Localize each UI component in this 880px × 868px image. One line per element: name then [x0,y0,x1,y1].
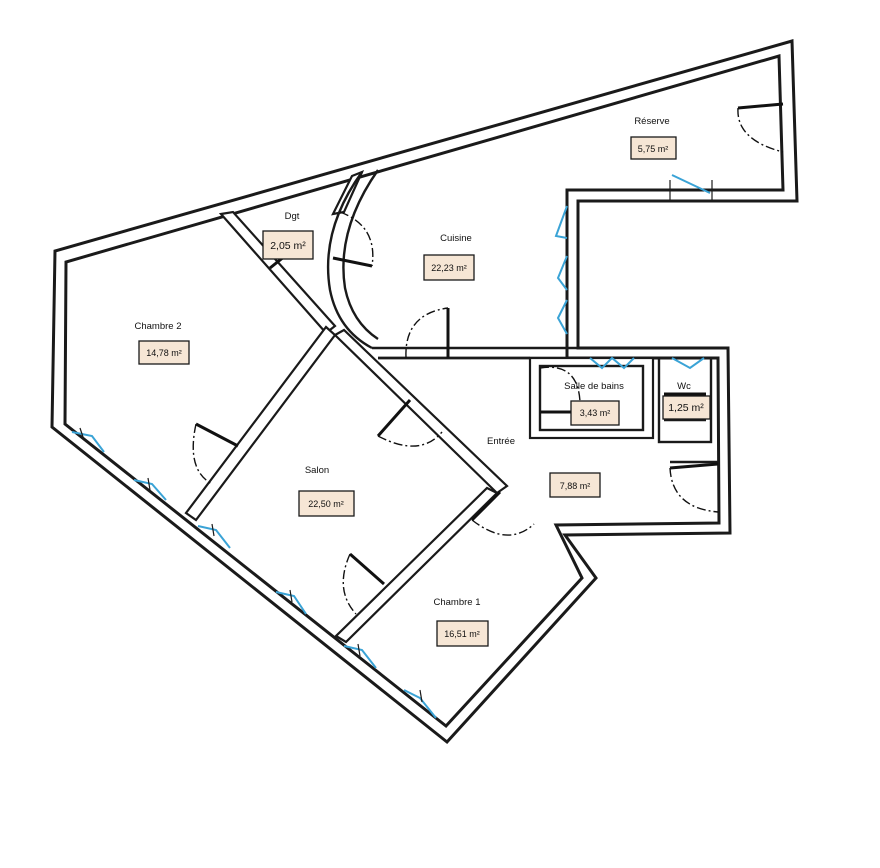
area-box-reserve [630,136,677,160]
window-chambre1-2 [403,689,437,719]
wall-salon-chambre1 [334,486,499,644]
area-label-entree: 7,88 m² [560,481,591,491]
room-name-reserve: Réserve [634,116,669,127]
window-chambre1-1 [343,643,377,669]
area-label-dgt: 2,05 m² [270,240,306,252]
area-box-cuisine [423,254,475,281]
window-wc [671,357,705,370]
area-label-salle-de-bains: 3,43 m² [580,408,611,418]
door-entree-right [669,462,719,513]
wall-sdb-box [528,356,655,440]
window-sdb [589,356,635,370]
window-chambre2-2 [133,477,167,501]
outer-wall-line [50,39,799,745]
window-salon-1 [197,523,231,549]
room-name-cuisine: Cuisine [440,233,472,244]
door-dgt-cuisine [332,211,374,268]
area-box-chambre1 [436,620,489,647]
area-box-salon [298,490,355,517]
area-box-entree [549,472,601,498]
room-name-salle-de-bains: Salle de bains [564,381,624,392]
room-name-wc: Wc [677,381,691,392]
window-cuisine-3 [556,299,568,335]
window-reserve [669,174,713,201]
wall-dgt-chambre2 [218,210,337,335]
area-box-dgt [262,230,314,260]
door-salon-entree [376,399,443,447]
door-reserve [737,102,784,153]
door-chambre2-salon [192,422,239,485]
door-cuisine-entree [405,307,450,359]
wall-cuisine-curve-inner [342,169,379,341]
area-label-wc: 1,25 m² [668,402,704,414]
room-name-chambre1: Chambre 1 [434,597,481,608]
room-name-chambre2: Chambre 2 [135,321,182,332]
room-labels: Réserve 5,75 m² Dgt 2,05 m² Cuisine 22,2… [135,116,711,647]
area-label-chambre2: 14,78 m² [146,348,182,358]
window-salon-2 [275,589,307,615]
door-salon-chambre1-left [342,552,385,615]
area-label-salon: 22,50 m² [308,499,344,509]
interior-walls [184,169,718,644]
window-cuisine-1 [554,205,568,239]
wall-sdb-inner [538,364,645,432]
wall-salon-entree [333,328,509,495]
area-box-salle-de-bains [570,400,620,426]
area-label-chambre1: 16,51 m² [444,629,480,639]
wall-chambre2-salon [184,325,337,522]
area-label-cuisine: 22,23 m² [431,263,467,273]
room-name-dgt: Dgt [285,211,300,222]
room-name-entree: Entrée [487,436,515,447]
area-label-reserve: 5,75 m² [638,144,669,154]
wall-wc-box [657,356,713,444]
area-box-wc [662,395,711,420]
windows [71,174,713,719]
wall-cuisine-curve [326,171,373,350]
area-box-chambre2 [138,340,190,365]
window-cuisine-2 [556,255,568,291]
door-chambre1 [470,490,535,536]
room-name-salon: Salon [305,465,329,476]
window-chambre2-1 [71,427,105,453]
